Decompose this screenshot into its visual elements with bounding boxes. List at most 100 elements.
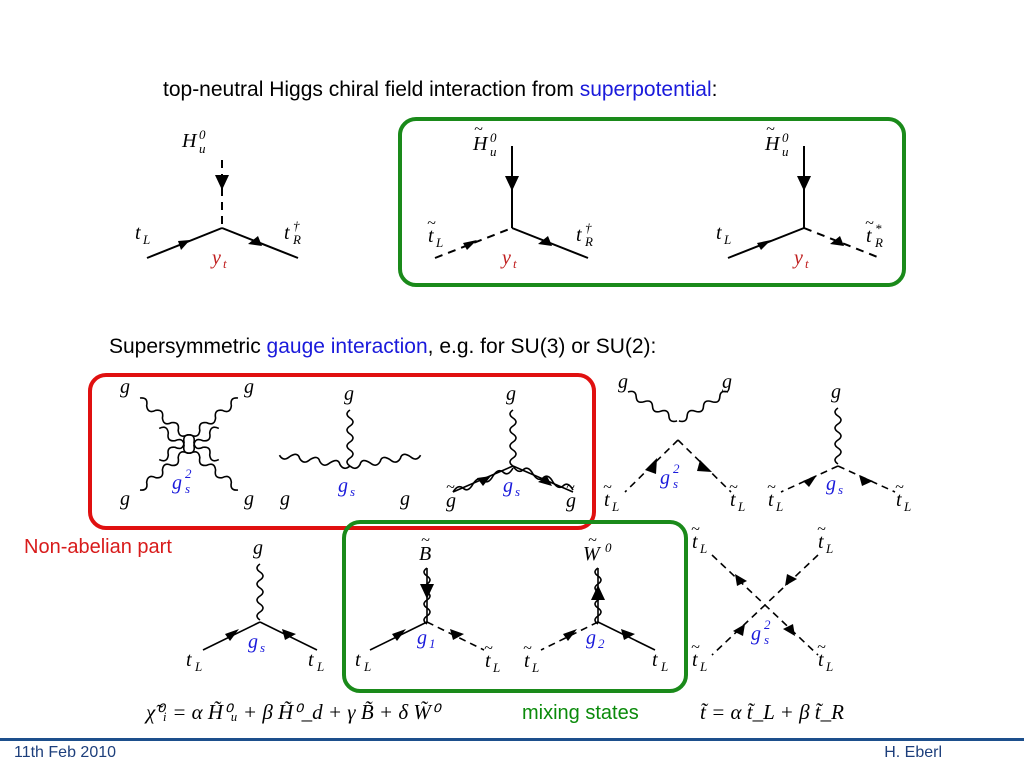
title-colon: : — [711, 78, 718, 101]
higgsino-sub-c: u — [782, 144, 789, 159]
gluino-label-l: g — [446, 490, 456, 512]
stop-label-ssb: t — [730, 489, 736, 511]
yt-sub-b: t — [513, 256, 517, 271]
stop-tilde-bb: ~ — [484, 640, 493, 657]
stop-sub-4d: L — [825, 659, 833, 674]
section-text: Supersymmetric — [109, 335, 267, 358]
section-text-suffix: , e.g. for SU(3) or SU(2): — [427, 335, 657, 358]
gluon-label-4d: g — [244, 488, 254, 510]
diagram-three-gluon — [278, 409, 422, 470]
diagram-four-stop — [711, 554, 819, 656]
stop-tilde-ssa: ~ — [603, 479, 612, 496]
stop-sub-sb: L — [903, 499, 911, 514]
stop-label-ssa: t — [604, 489, 610, 511]
top-sub-ta: L — [194, 659, 202, 674]
gs2-label-4s: g — [751, 623, 761, 645]
gs-label-gg: g — [503, 475, 513, 497]
higgsino-sup-b: 0 — [490, 130, 497, 145]
gauge-interaction-link[interactable]: gauge interaction — [266, 335, 428, 358]
gs2-sub-4: s — [185, 481, 190, 496]
diagram-bino — [369, 567, 485, 651]
top-label-ba: t — [355, 649, 361, 671]
gluino-label-r: g — [566, 490, 576, 512]
stop-sub-sa: L — [775, 499, 783, 514]
gs-sub-s: s — [838, 482, 843, 497]
mixing-states-label: mixing states — [522, 702, 639, 724]
gs2-label-4: g — [172, 472, 182, 494]
non-abelian-label: Non-abelian part — [24, 536, 172, 558]
wino-tilde: ~ — [588, 532, 597, 549]
gs-label-t: g — [248, 631, 258, 653]
tL-sub-a: L — [142, 232, 150, 247]
higgsino-label-c: H — [764, 133, 781, 155]
bino-tilde: ~ — [421, 532, 430, 549]
stop-label-sa: t — [768, 489, 774, 511]
title-gauge: Supersymmetric gauge interaction, e.g. f… — [109, 335, 656, 359]
tR-sup-b: † — [585, 220, 592, 235]
green-frame-ewkinos — [342, 520, 688, 693]
yt-label-c: y — [792, 247, 803, 269]
footer-divider — [0, 738, 1024, 741]
stopR-tilde-c: ~ — [865, 215, 874, 232]
stop-mixing-formula: t̃ = α t̃_L + β t̃_R — [700, 700, 844, 724]
yt-sub-c: t — [805, 256, 809, 271]
higgs-label-a: H — [181, 130, 198, 152]
tR-label-a: t — [284, 222, 290, 244]
gluon-label-4a: g — [120, 376, 130, 398]
gs-label-s: g — [826, 473, 836, 495]
stop-sub-wa: L — [531, 660, 539, 675]
superpotential-link[interactable]: superpotential — [579, 78, 712, 101]
stop-tilde-wa: ~ — [523, 640, 532, 657]
tR-sub-a: R — [292, 232, 301, 247]
feynman-diagrams: H 0 u t L t † R y t H ~ 0 u t ~ L t † R … — [120, 121, 911, 675]
gs2-sup-4: 2 — [185, 466, 192, 481]
green-frame-higgs — [398, 117, 906, 287]
stop-sub-4b: L — [825, 541, 833, 556]
stop-tilde-4a: ~ — [691, 521, 700, 538]
neutralino-mixing-formula: χ̃⁰ᵢ = α H̃⁰ᵤ + β H̃⁰_d + γ B̃ + δ W̃⁰ — [146, 700, 440, 724]
gs-label-3: g — [338, 475, 348, 497]
gs-sub-3: s — [350, 484, 355, 499]
stop-tilde-4b: ~ — [817, 521, 826, 538]
top-sub-wb: L — [660, 659, 668, 674]
yt-sub-a: t — [223, 256, 227, 271]
higgsino-label-b: H — [472, 133, 489, 155]
diagram-higgsino-stop-top — [434, 146, 589, 259]
higgs-sup-a: 0 — [199, 127, 206, 142]
stop-sub-ssa: L — [611, 499, 619, 514]
diagram-wino — [540, 567, 656, 651]
stop-tilde-4d: ~ — [817, 639, 826, 656]
stop-label-sb: t — [896, 489, 902, 511]
higgsino-tilde-c: ~ — [766, 121, 775, 138]
higgs-sub-a: u — [199, 141, 206, 156]
stop-sub-4c: L — [699, 659, 707, 674]
stop-label-4b: t — [818, 531, 824, 553]
stop-label-wa: t — [524, 650, 530, 672]
g1-label: g — [417, 627, 427, 649]
tL-label-a: t — [135, 222, 141, 244]
red-frame-nonabelian — [88, 373, 596, 530]
wino-sup: 0 — [605, 540, 612, 555]
stop-label-bb: t — [485, 650, 491, 672]
g2-sub: 2 — [598, 636, 605, 651]
stop-tilde-sb: ~ — [895, 479, 904, 496]
top-label-tb: t — [308, 649, 314, 671]
diagram-higgs-top-top — [146, 160, 299, 259]
gs2-sub-4s: s — [764, 632, 769, 647]
gluon-label-3c: g — [400, 488, 410, 510]
stop-label-4a: t — [692, 531, 698, 553]
stopR-sub-c: R — [874, 235, 883, 250]
footer-date: 11th Feb 2010 — [14, 744, 117, 761]
higgsino-tilde-b: ~ — [474, 121, 483, 138]
stopR-label-c: t — [866, 225, 872, 247]
gluino-tilde-l: ~ — [446, 479, 455, 496]
stop-tilde-ssb: ~ — [729, 479, 738, 496]
stop-sub-4a: L — [699, 541, 707, 556]
yt-label-b: y — [500, 247, 511, 269]
stopL-label-b: t — [428, 225, 434, 247]
gluon-label-ssb: g — [722, 371, 732, 393]
tR-sup-a: † — [293, 218, 300, 233]
stopR-sup-c: * — [875, 221, 882, 236]
stop-label-4d: t — [818, 649, 824, 671]
title-superpotential: top-neutral Higgs chiral field interacti… — [163, 78, 717, 102]
